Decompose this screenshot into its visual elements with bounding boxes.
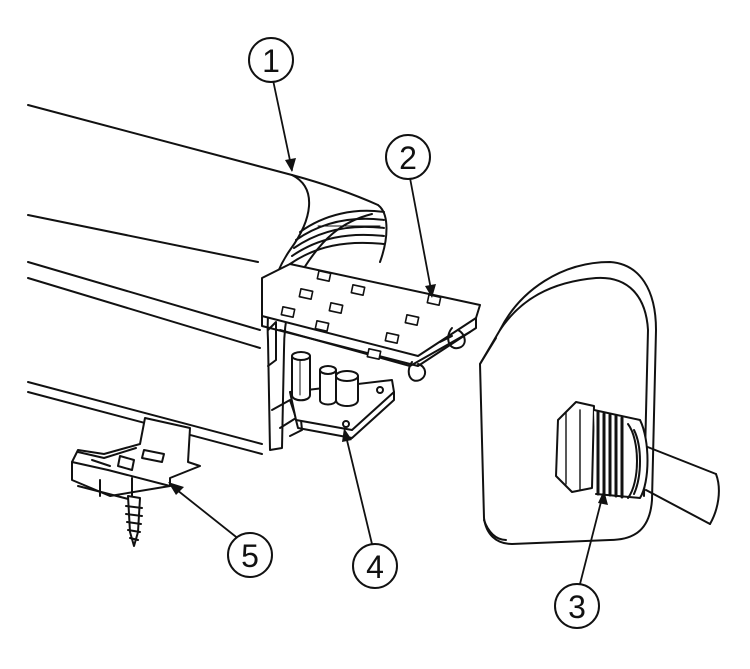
callout-label: 5: [241, 538, 259, 574]
driver-board: [289, 351, 395, 439]
callout-label: 3: [568, 589, 586, 625]
callout-label: 4: [366, 549, 384, 585]
cable-gland: [555, 401, 720, 525]
led-chips: [280, 270, 442, 360]
led-board: [261, 263, 481, 382]
housing: [27, 104, 388, 455]
callout-label: 1: [262, 43, 280, 79]
capacitors: [291, 351, 359, 407]
mounting-clip: [71, 417, 201, 547]
callout-5: 5: [227, 532, 273, 578]
gland-threads: [596, 410, 624, 499]
callout-label: 2: [399, 140, 417, 176]
leader-lines: [168, 79, 608, 585]
callout-2: 2: [385, 134, 431, 180]
callout-4: 4: [352, 543, 398, 589]
callout-3: 3: [554, 583, 600, 629]
screw: [125, 495, 143, 547]
end-cap: [479, 261, 657, 545]
callout-1: 1: [248, 37, 294, 83]
